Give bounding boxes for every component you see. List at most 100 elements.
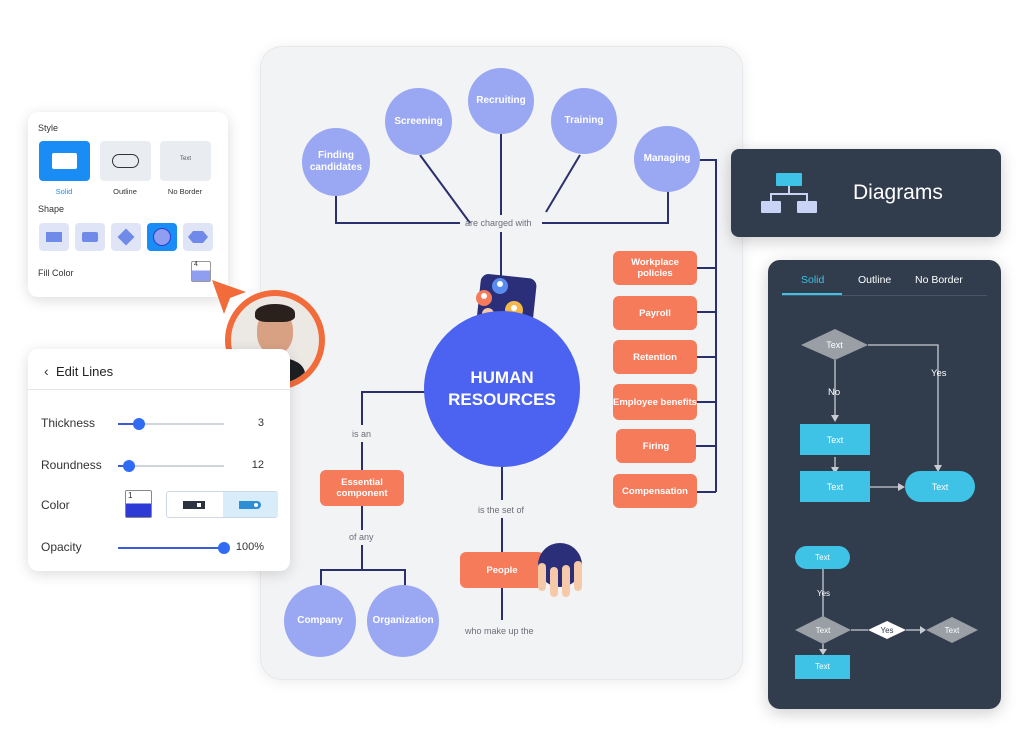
edit-lines-panel: ‹ Edit Lines Thickness 3 Roundness 12 Co… [28, 349, 290, 571]
color-swatch-value: 1 [128, 491, 133, 500]
line-end-rounded-option[interactable] [223, 492, 278, 517]
roundness-slider[interactable] [118, 465, 224, 467]
flow-terminal-1[interactable] [905, 471, 975, 502]
fill-color-label: Fill Color [38, 268, 74, 278]
label-is-an: is an [352, 429, 372, 439]
tab-no-border[interactable]: No Border [915, 274, 963, 286]
rounded-line-end-icon [239, 501, 261, 509]
thickness-slider[interactable] [118, 423, 224, 425]
style-solid-tile[interactable] [39, 141, 90, 181]
hexagon-icon [188, 231, 208, 243]
fill-color-swatch[interactable]: 4 [191, 261, 211, 282]
flow-yes-diamond-text: Yes [880, 626, 894, 635]
flow-diamond-3-text: Text [944, 626, 960, 635]
style-outline-tile[interactable] [100, 141, 151, 181]
node-company[interactable]: Company [284, 585, 356, 657]
node-finding-candidates[interactable]: Finding candidates [302, 128, 370, 196]
node-compensation[interactable]: Compensation [613, 474, 697, 508]
label-are-charged-with: are charged with [465, 218, 532, 228]
style-outline-label: Outline [113, 187, 137, 196]
shape-circle-button[interactable] [147, 223, 177, 251]
thickness-label: Thickness [41, 416, 96, 430]
back-chevron-icon[interactable]: ‹ [44, 363, 49, 379]
shape-rounded-rectangle-button[interactable] [75, 223, 105, 251]
flowchart-panel: Solid Outline No Border Text No Yes [768, 260, 1001, 709]
divider [28, 389, 290, 390]
color-label: Color [41, 498, 70, 512]
node-managing[interactable]: Managing [634, 126, 700, 192]
thickness-slider-knob[interactable] [133, 418, 145, 430]
node-training[interactable]: Training [551, 88, 617, 154]
opacity-value: 100% [235, 541, 264, 553]
roundness-slider-knob[interactable] [123, 460, 135, 472]
flow-diamond-2-text: Text [815, 626, 831, 635]
node-human-resources[interactable]: HUMAN RESOURCES [424, 311, 580, 467]
square-line-end-icon [183, 501, 205, 509]
tab-active-underline [782, 293, 842, 295]
node-workplace-policies[interactable]: Workplace policies [613, 251, 697, 285]
flow-no-label: No [828, 387, 841, 398]
node-organization[interactable]: Organization [367, 585, 439, 657]
flow-pill-2[interactable] [795, 546, 850, 569]
raised-hands-illustration [538, 543, 582, 597]
node-recruiting[interactable]: Recruiting [468, 68, 534, 134]
shape-hexagon-button[interactable] [183, 223, 213, 251]
style-no-border-label: No Border [167, 187, 203, 196]
flow-box-1-text: Text [826, 435, 844, 445]
flow-yes-label-2: Yes [817, 589, 831, 598]
line-end-plain-option[interactable] [167, 492, 223, 517]
flow-diamond-1 [801, 329, 868, 360]
circle-icon [153, 228, 171, 246]
line-color-swatch[interactable]: 1 [125, 490, 152, 518]
style-solid-label: Solid [55, 187, 73, 196]
shape-heading: Shape [38, 204, 65, 214]
opacity-slider-fill [118, 547, 224, 549]
tab-outline[interactable]: Outline [858, 274, 892, 286]
flow-pill-2-text: Text [815, 553, 830, 562]
node-payroll[interactable]: Payroll [613, 296, 697, 330]
node-essential-component[interactable]: Essential component [320, 470, 404, 506]
shape-rectangle-button[interactable] [39, 223, 69, 251]
opacity-slider-knob[interactable] [218, 542, 230, 554]
thickness-slider-fill [118, 423, 139, 425]
flow-box-3-text: Text [815, 662, 830, 671]
label-is-the-set-of: is the set of [478, 505, 525, 515]
roundness-value: 12 [251, 459, 264, 471]
style-no-border-tile[interactable]: Text [160, 141, 211, 181]
node-retention[interactable]: Retention [613, 340, 697, 374]
node-screening[interactable]: Screening [385, 88, 452, 155]
flow-diamond-3 [926, 617, 978, 643]
cursor-pointer-icon [212, 280, 246, 314]
tab-solid[interactable]: Solid [801, 274, 825, 286]
thickness-value: 3 [257, 417, 264, 429]
shape-diamond-button[interactable] [111, 223, 141, 251]
diamond-icon [117, 228, 135, 246]
roundness-label: Roundness [41, 458, 102, 472]
node-people[interactable]: People [460, 552, 544, 588]
node-employee-benefits[interactable]: Employee benefits [613, 384, 697, 420]
tab-divider [782, 295, 987, 296]
rounded-rectangle-icon [82, 232, 98, 242]
opacity-label: Opacity [41, 540, 82, 554]
flow-box-3[interactable] [795, 655, 850, 679]
flow-box-2[interactable] [800, 471, 870, 502]
org-chart-icon [761, 173, 817, 213]
label-who-make-up-the: who make up the [465, 626, 534, 636]
label-of-any: of any [349, 532, 374, 542]
flowchart-connectors [795, 329, 978, 655]
style-heading: Style [38, 123, 59, 133]
node-firing[interactable]: Firing [616, 429, 696, 463]
style-panel: Style Text Solid Outline No Border Shape… [28, 112, 228, 297]
flow-box-1[interactable] [800, 424, 870, 455]
diagrams-card[interactable]: Diagrams [731, 149, 1001, 237]
flow-yes-diamond [868, 621, 906, 639]
flow-diamond-2 [795, 616, 851, 644]
fill-swatch-value: 4 [194, 261, 198, 268]
line-end-toggle[interactable] [166, 491, 278, 518]
flow-yes-label-1: Yes [931, 368, 947, 379]
diagrams-title: Diagrams [853, 181, 943, 204]
flow-diamond-1-text: Text [826, 340, 843, 350]
flow-box-2-text: Text [826, 482, 844, 492]
rectangle-icon [46, 232, 62, 242]
